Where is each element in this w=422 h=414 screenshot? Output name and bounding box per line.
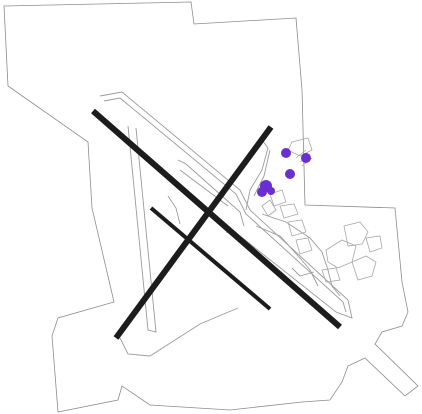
airport-boundary	[3, 1, 419, 413]
runways	[91, 108, 342, 340]
building-terminal-a	[269, 189, 287, 207]
building-apron-c	[287, 219, 307, 237]
taxiway-ne-parallel-inner	[253, 149, 271, 197]
taxiway-south-loop	[119, 307, 239, 357]
taxiway-network	[99, 91, 353, 357]
building-terminal-b	[279, 203, 299, 219]
building-southeast-cluster	[325, 239, 357, 269]
building-east-hangar-row	[261, 199, 277, 217]
building-southeast-cluster-5	[321, 267, 341, 283]
building-southeast-cluster-4	[365, 235, 383, 253]
terminal-buildings	[261, 137, 383, 283]
parking-position-marker-icon	[285, 169, 295, 179]
parking-position-marker-icon	[267, 187, 275, 195]
runway-wnw-ese	[149, 206, 272, 311]
taxiway-east-link	[291, 267, 315, 277]
runway-nw-se	[91, 108, 342, 330]
taxiway-west-parallel	[127, 125, 157, 333]
runway-ne-sw	[113, 125, 274, 340]
taxiway-east-apron-2	[255, 225, 319, 287]
building-north-hangar	[287, 137, 313, 157]
parking-position-marker-icon	[301, 153, 311, 163]
parking-markers	[257, 148, 311, 197]
taxiway-connector-c	[167, 195, 181, 225]
parking-position-marker-icon	[257, 187, 267, 197]
taxiway-perimeter-inner	[103, 97, 347, 313]
taxiway-perimeter	[99, 91, 353, 319]
building-southeast-cluster-2	[343, 221, 369, 247]
building-apron-d	[295, 237, 313, 255]
building-southeast-cluster-3	[351, 255, 377, 281]
taxiway-ne-parallel	[245, 139, 269, 211]
taxiway-connector-a	[177, 159, 245, 227]
taxiway-connector-b	[179, 169, 229, 207]
taxiway-east-apron	[261, 213, 341, 297]
parking-position-marker-icon	[281, 148, 291, 158]
